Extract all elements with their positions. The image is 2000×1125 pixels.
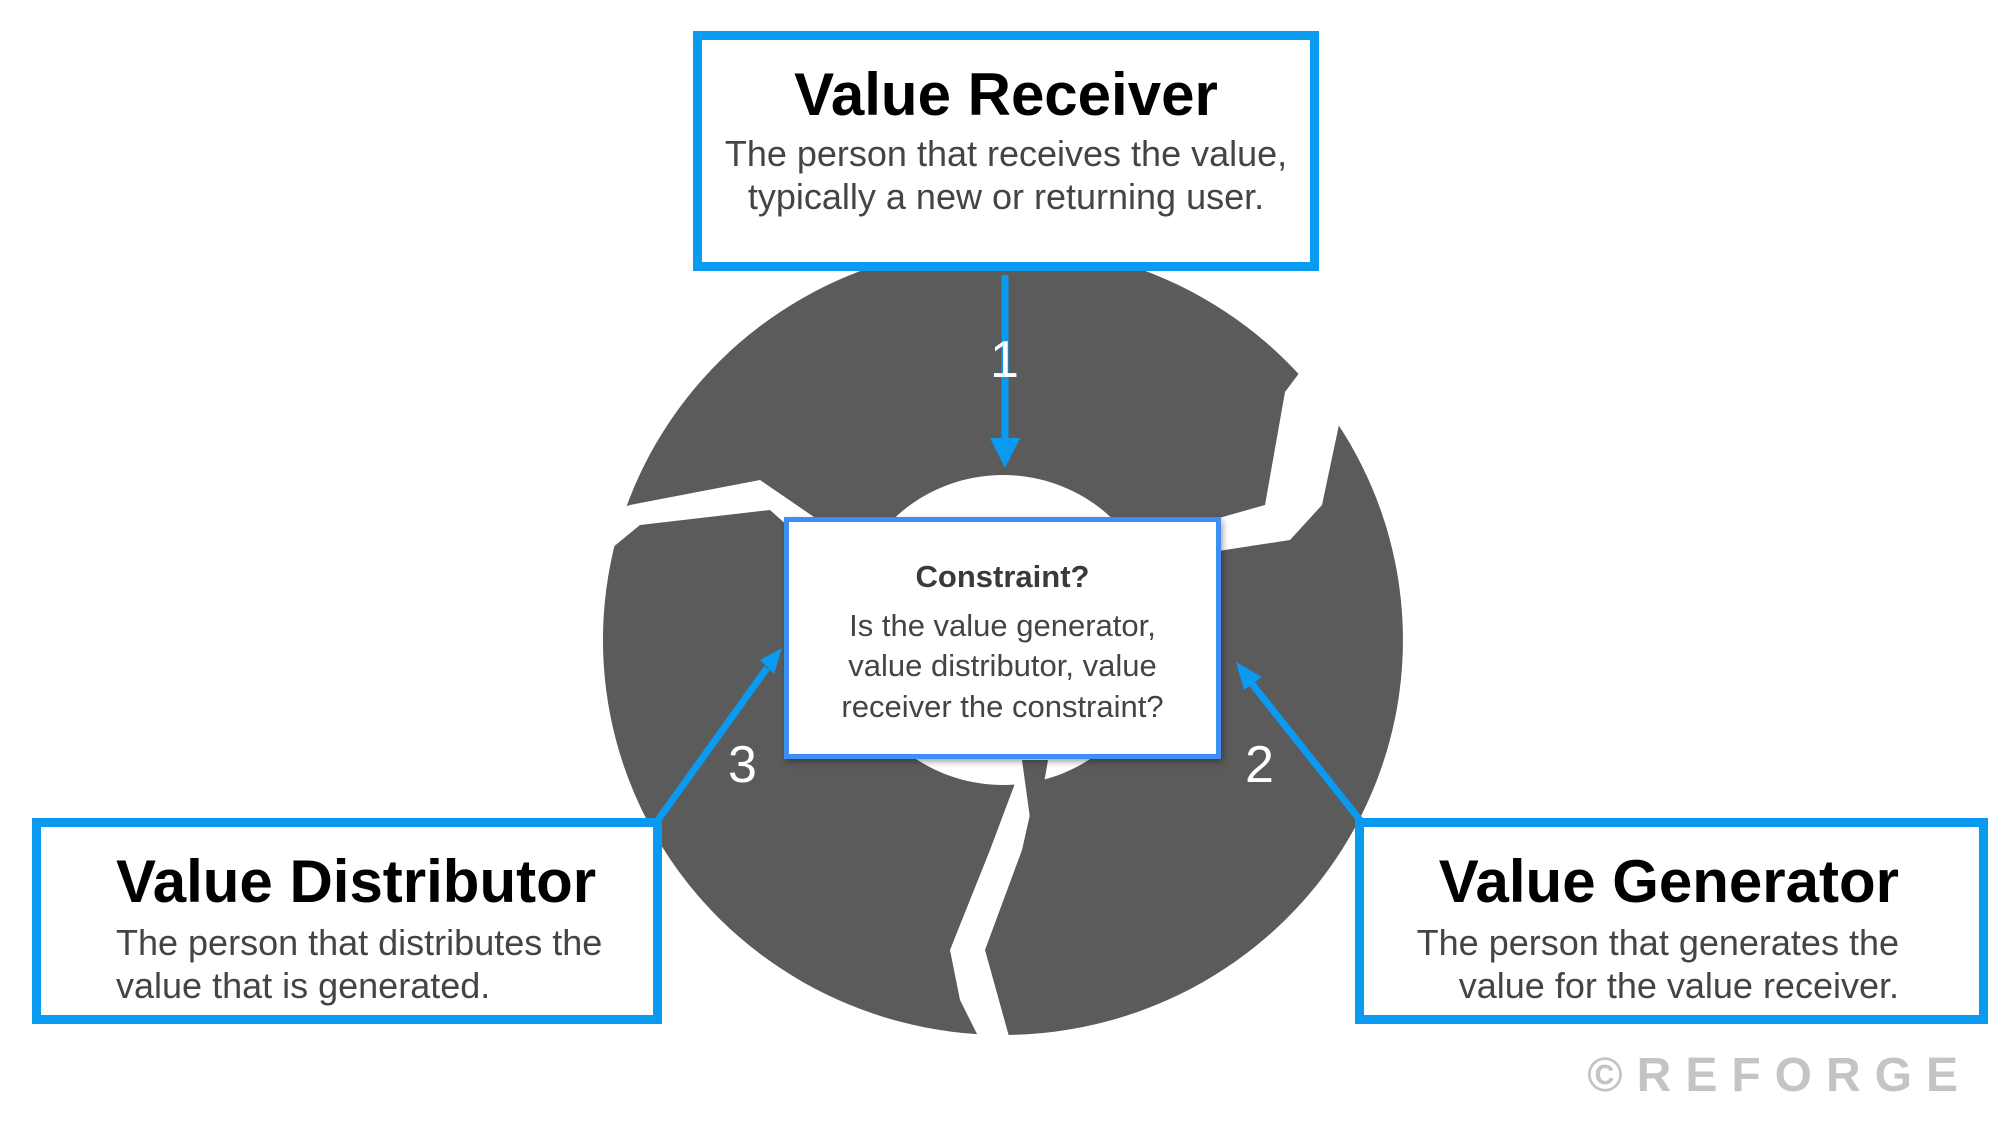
step-number-1: 1 — [990, 331, 1019, 389]
cycle-arrow-tip-upper-right — [1318, 330, 1440, 420]
value-receiver-title: Value Receiver — [794, 61, 1218, 128]
cycle-ring — [500, 245, 1440, 1125]
cycle-ring-shape — [602, 245, 1403, 1035]
value-generator-title: Value Generator — [1438, 848, 1899, 915]
constraint-description: Is the value generator, value distributo… — [841, 608, 1164, 724]
arrow-distributor-to-constraint — [655, 665, 770, 823]
value-distributor-description: The person that distributes the value th… — [116, 922, 603, 1007]
reforge-watermark: ©REFORGE — [1587, 1049, 1972, 1102]
arrow-receiver-head — [990, 438, 1020, 468]
constraint-title: Constraint? — [915, 559, 1090, 594]
cycle-gap-bottom — [950, 770, 1120, 1110]
arrow-distributor-head — [760, 648, 782, 674]
cycle-arrow-tip-bottom — [1040, 1078, 1120, 1125]
arrow-generator-to-constraint — [1249, 681, 1363, 823]
arrow-generator-head — [1236, 662, 1262, 690]
value-distributor-title: Value Distributor — [116, 848, 597, 915]
constraint-box: Constraint? Is the value generator, valu… — [784, 517, 1221, 759]
step-number-3: 3 — [728, 736, 757, 794]
cycle-gap-upper-right — [1212, 330, 1360, 552]
connector-arrows — [655, 275, 1363, 823]
value-generator-box: Value Generator The person that generate… — [1355, 818, 1988, 1024]
cycle-gap-left — [560, 480, 830, 560]
step-number-2: 2 — [1245, 736, 1274, 794]
value-receiver-box: Value Receiver The person that receives … — [693, 31, 1319, 271]
value-distributor-box: Value Distributor The person that distri… — [32, 818, 662, 1024]
value-receiver-description: The person that receives the value, typi… — [724, 133, 1288, 218]
cycle-inner-notch — [1022, 760, 1048, 818]
value-generator-description: The person that generates the value for … — [1416, 922, 1899, 1007]
cycle-arrow-tip-left — [500, 480, 612, 600]
